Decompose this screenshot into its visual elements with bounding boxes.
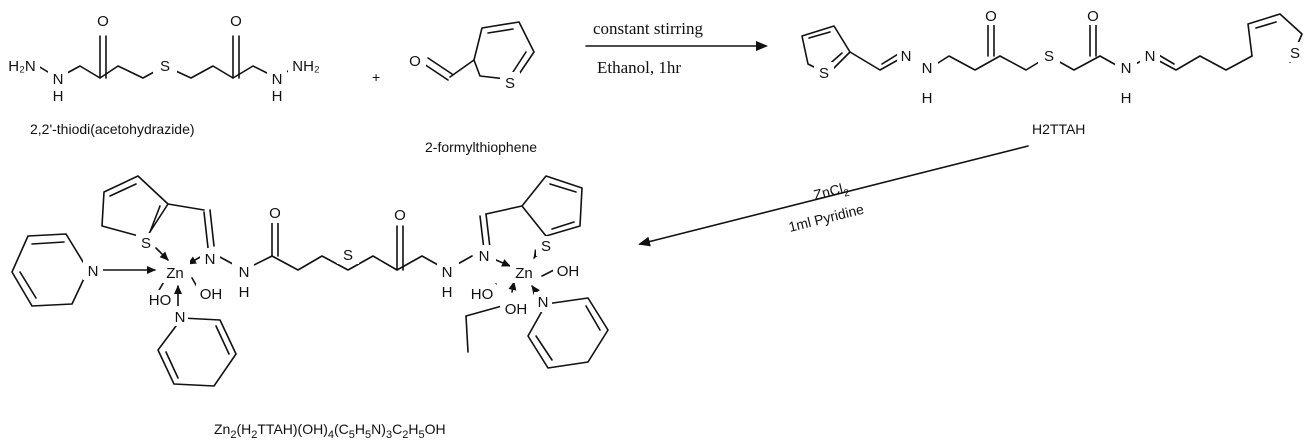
hydrogen-atom: H — [1121, 90, 1132, 107]
sulfur-atom: S — [1044, 48, 1054, 65]
formula-segment: TTAH)(OH) — [257, 421, 328, 437]
plus-sign: + — [372, 69, 380, 85]
nitrogen-atom: N — [1121, 60, 1132, 77]
structure-zinc-complex: N S Zn N N H HO OH N O S O N H N S Zn OH… — [11, 175, 609, 387]
nitrogen-atom: N — [922, 60, 933, 77]
hydrogen-atom: H — [922, 90, 933, 107]
carbonyl-oxygen: O — [230, 13, 242, 30]
amino-group-left: H₂N — [8, 58, 36, 75]
formula-subscript: 3 — [386, 429, 392, 441]
formula-subscript: 5 — [365, 429, 371, 441]
formula-segment: H — [355, 421, 365, 437]
sulfur-atom: S — [343, 247, 353, 264]
formula-segment: Zn — [214, 421, 230, 437]
hydroxyl-group: HO — [471, 286, 494, 303]
aldehyde-oxygen: O — [409, 53, 421, 70]
imine-nitrogen: N — [1145, 48, 1156, 65]
carbonyl-oxygen: O — [985, 8, 997, 25]
nitrogen-atom: N — [442, 264, 453, 281]
formula-segment: C — [392, 421, 402, 437]
formula-segment: OH — [425, 421, 446, 437]
hydrogen-atom: H — [53, 88, 64, 105]
complex-formula: Zn2(H2TTAH)(OH)4(C5H5N)3C2H5OH — [214, 421, 446, 441]
structure-thiodiacetohydrazide: S O O H₂N N H N H NH₂ — [6, 10, 324, 105]
hydrogen-atom: H — [272, 88, 283, 105]
carbonyl-oxygen: O — [269, 205, 281, 222]
formula-segment: N) — [371, 421, 386, 437]
amino-group-right: NH₂ — [292, 58, 320, 75]
thiophene-sulfur: S — [505, 75, 515, 92]
structure-h2ttah: N H N S O O N H N S S — [801, 5, 1304, 107]
imine-nitrogen: N — [205, 251, 216, 268]
carbonyl-oxygen: O — [97, 13, 109, 30]
thiophene-sulfur: S — [819, 65, 829, 82]
nitrogen-atom: N — [239, 264, 250, 281]
formula-segment: H — [408, 421, 418, 437]
formylthiophene-label: 2-formylthiophene — [425, 139, 537, 155]
reaction-arrow-2 — [638, 145, 1029, 247]
reagent-zncl2: ZnCl2 — [812, 179, 851, 207]
pyridine-nitrogen: N — [88, 263, 99, 280]
formula-subscript: 5 — [418, 429, 424, 441]
thiophene-sulfur: S — [141, 235, 151, 252]
zinc-atom-left: Zn — [166, 265, 184, 282]
formula-subscript: 2 — [230, 429, 236, 441]
nitrogen-atom: N — [272, 71, 283, 88]
hydrogen-atom: H — [239, 284, 250, 301]
formula-subscript: 2 — [251, 429, 257, 441]
formula-segment: (C — [334, 421, 349, 437]
carbonyl-oxygen: O — [394, 207, 406, 224]
pyridine-nitrogen: N — [538, 294, 549, 311]
reagent-pyridine: 1ml Pyridine — [787, 201, 866, 235]
condition-below-arrow: Ethanol, 1hr — [597, 58, 681, 77]
hydroxyl-group: OH — [557, 263, 580, 280]
zinc-atom-right: Zn — [515, 265, 533, 282]
imine-nitrogen: N — [901, 48, 912, 65]
formula-subscript: 2 — [402, 429, 408, 441]
ligand-label: H2TTAH — [1032, 121, 1085, 137]
sulfur-atom: S — [160, 58, 170, 75]
thiophene-sulfur: S — [541, 238, 551, 255]
hydroxyl-group: HO — [149, 292, 172, 309]
ethanol-hydroxyl: OH — [505, 301, 528, 318]
imine-nitrogen: N — [479, 248, 490, 265]
nitrogen-atom: N — [53, 71, 64, 88]
hydrazide-label: 2,2'-thiodi(acetohydrazide) — [30, 121, 195, 137]
thiophene-sulfur: S — [1290, 45, 1300, 62]
pyridine-nitrogen: N — [175, 309, 186, 326]
condition-above-arrow: constant stirring — [593, 19, 704, 38]
hydrogen-atom: H — [442, 284, 453, 301]
structure-formylthiophene: S O — [406, 21, 535, 92]
carbonyl-oxygen: O — [1087, 8, 1099, 25]
formula-segment: (H — [236, 421, 251, 437]
formula-subscript: 4 — [328, 429, 334, 441]
formula-subscript: 5 — [349, 429, 355, 441]
hydroxyl-group: OH — [200, 286, 223, 303]
